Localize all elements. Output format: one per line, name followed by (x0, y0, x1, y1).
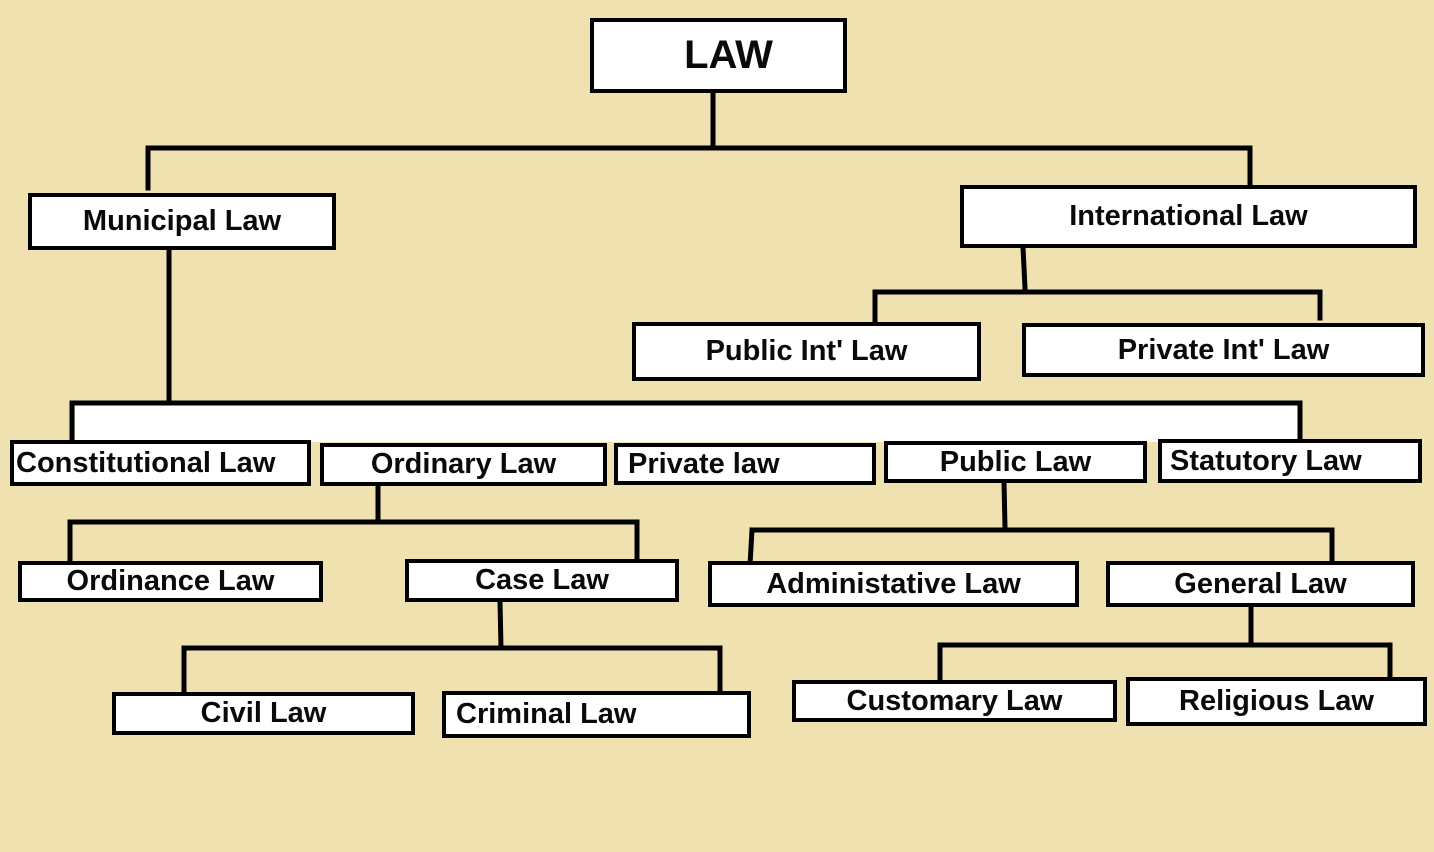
node-case-law: Case Law (405, 559, 679, 602)
connector-ordinary (67, 482, 640, 564)
node-statutory-law: Statutory Law (1158, 439, 1422, 483)
node-international-law: International Law (960, 185, 1417, 248)
connector-international (872, 244, 1323, 325)
node-civil-law: Civil Law (112, 692, 415, 735)
node-criminal-law: Criminal Law (442, 691, 751, 738)
connector-case (181, 598, 723, 695)
node-public-law: Public Law (884, 441, 1147, 483)
node-ordinary-law: Ordinary Law (320, 443, 607, 486)
node-customary-law: Customary Law (792, 680, 1117, 722)
node-constitutional-law: Constitutional Law (10, 440, 311, 486)
connector-general (937, 603, 1393, 683)
node-religious-law: Religious Law (1126, 677, 1427, 726)
node-administrative-law: Administative Law (708, 561, 1079, 607)
node-public-int-law: Public Int' Law (632, 322, 981, 381)
white-band (75, 404, 1298, 442)
connector-public (747, 479, 1335, 568)
node-law: LAW (590, 18, 847, 93)
node-municipal-law: Municipal Law (28, 193, 336, 250)
node-general-law: General Law (1106, 561, 1415, 607)
node-private-law: Private law (614, 443, 876, 485)
node-private-int-law: Private Int' Law (1022, 323, 1425, 377)
connector-municipal (69, 246, 1303, 443)
node-ordinance-law: Ordinance Law (18, 561, 323, 602)
connector-law (145, 89, 1253, 191)
